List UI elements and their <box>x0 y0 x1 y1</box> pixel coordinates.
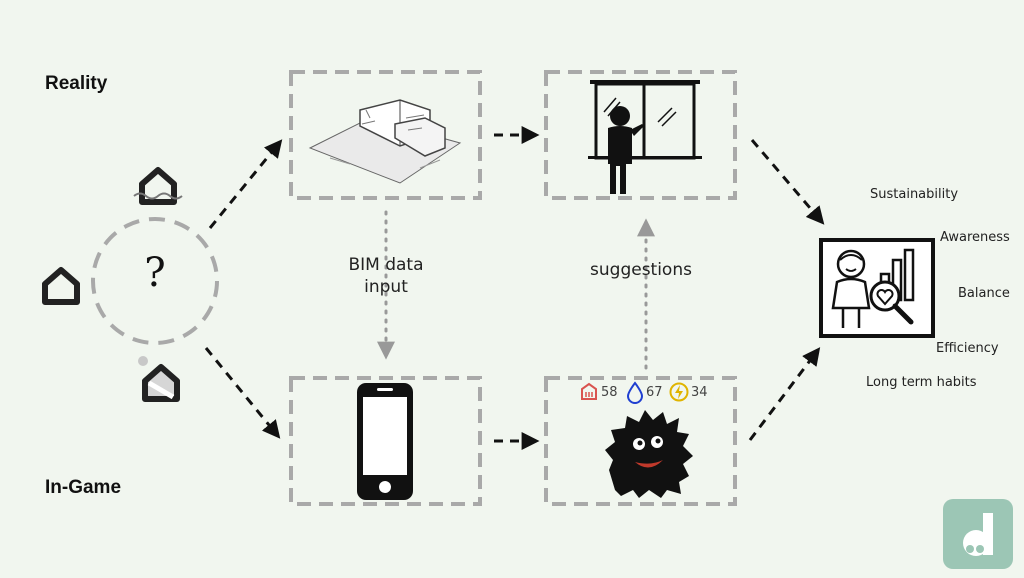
outcome-sustainability: Sustainability <box>870 187 959 202</box>
ingame-label: In-Game <box>45 477 122 498</box>
water-drop-icon <box>626 381 644 404</box>
logo-icon <box>943 499 1013 569</box>
outcome-awareness: Awareness <box>940 230 1010 245</box>
radiator-icon <box>581 382 597 400</box>
house-striped-icon <box>142 364 180 402</box>
unknown-circle <box>91 217 219 345</box>
user-insight-icon <box>819 238 935 338</box>
lightning-icon <box>669 382 689 402</box>
outcome-efficiency: Efficiency <box>936 341 999 356</box>
water-stat: 67 <box>646 385 663 400</box>
house-wave-icon <box>133 167 183 205</box>
reality-building-box <box>289 70 482 200</box>
reality-person-box <box>544 70 737 200</box>
monster-icon <box>605 410 693 498</box>
arrow-circle-to-reality <box>208 139 283 229</box>
small-dot <box>138 356 148 366</box>
ingame-phone-box <box>289 376 482 506</box>
smartphone-icon <box>357 383 413 500</box>
person-at-window-icon <box>588 80 702 194</box>
reality-label: Reality <box>45 73 108 94</box>
arrow-monster-to-outcome <box>748 347 821 441</box>
energy-stat: 34 <box>691 385 708 400</box>
question-mark: ? <box>144 250 166 296</box>
arrow-circle-to-ingame <box>204 347 281 439</box>
house-icon <box>42 267 80 305</box>
arrow-person-to-outcome <box>750 139 825 225</box>
heating-stat: 58 <box>601 385 618 400</box>
outcome-balance: Balance <box>958 286 1010 301</box>
bim-data-input-label: BIM data input <box>348 255 424 297</box>
suggestions-label: suggestions <box>590 260 692 280</box>
ingame-monster-box <box>544 376 737 506</box>
building-sketch-icon <box>308 99 462 184</box>
outcome-long-term-habits: Long term habits <box>866 375 977 390</box>
